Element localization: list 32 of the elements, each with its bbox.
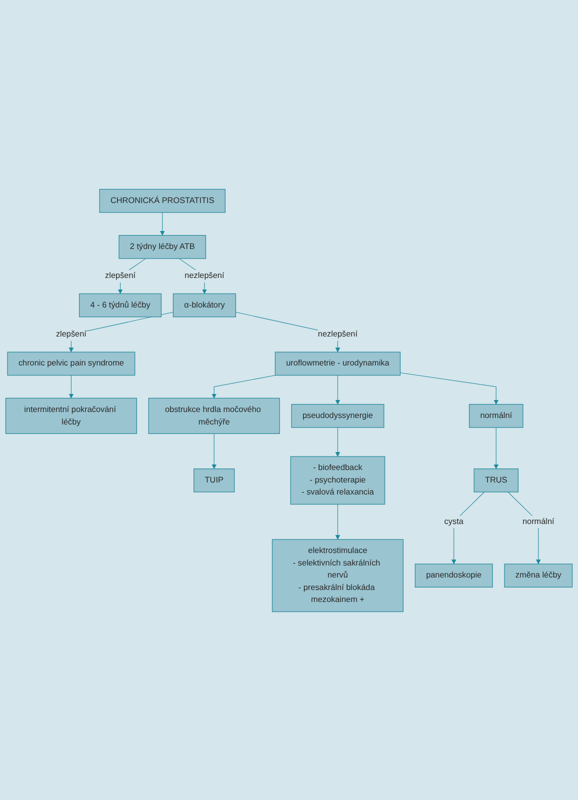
edge-label: zlepšení bbox=[56, 328, 86, 338]
edge-label: normální bbox=[522, 516, 554, 526]
arrow bbox=[212, 374, 276, 398]
node-box: elektrostimulace - selektivních sakrálních nervů - presakrální blokáda mezokainem + bbox=[272, 538, 404, 612]
arrow bbox=[68, 374, 74, 398]
arrow bbox=[400, 372, 498, 404]
node-box: - biofeedback - psychoterapie - svalová relaxancia bbox=[290, 456, 386, 504]
node-box: chronic pelvic pain syndrome bbox=[7, 351, 136, 376]
node-box: intermitentní pokračování léčby bbox=[5, 397, 137, 434]
node-box: 4 - 6 týdnů léčby bbox=[79, 292, 162, 317]
node-box: CHRONICKÁ PROSTATITIS bbox=[99, 188, 226, 212]
arrow bbox=[212, 432, 216, 469]
edge-label: nezlepšení bbox=[318, 328, 358, 338]
node-box: TRUS bbox=[474, 468, 518, 492]
node-box: pseudodyssynergie bbox=[291, 404, 384, 428]
node-box: obstrukce hrdla močového měchýře bbox=[148, 397, 280, 434]
node-box: uroflowmetrie - urodynamika bbox=[274, 351, 401, 376]
node-box: změna léčby bbox=[504, 563, 573, 587]
node-box: normální bbox=[468, 404, 524, 428]
node-box: panendoskopie bbox=[414, 563, 493, 587]
edge-label: cysta bbox=[444, 516, 464, 526]
arrow bbox=[160, 212, 165, 236]
edge-label: nezlepšení bbox=[184, 270, 224, 280]
arrow bbox=[335, 504, 340, 540]
node-box: 2 týdny léčby ATB bbox=[118, 234, 206, 258]
arrow bbox=[451, 491, 485, 564]
node-box: α-blokátory bbox=[172, 292, 236, 317]
node-box: TUIP bbox=[194, 468, 235, 492]
arrow bbox=[335, 374, 340, 404]
arrow bbox=[335, 426, 340, 456]
arrow bbox=[494, 426, 498, 469]
edge-label: zlepšení bbox=[105, 270, 136, 280]
